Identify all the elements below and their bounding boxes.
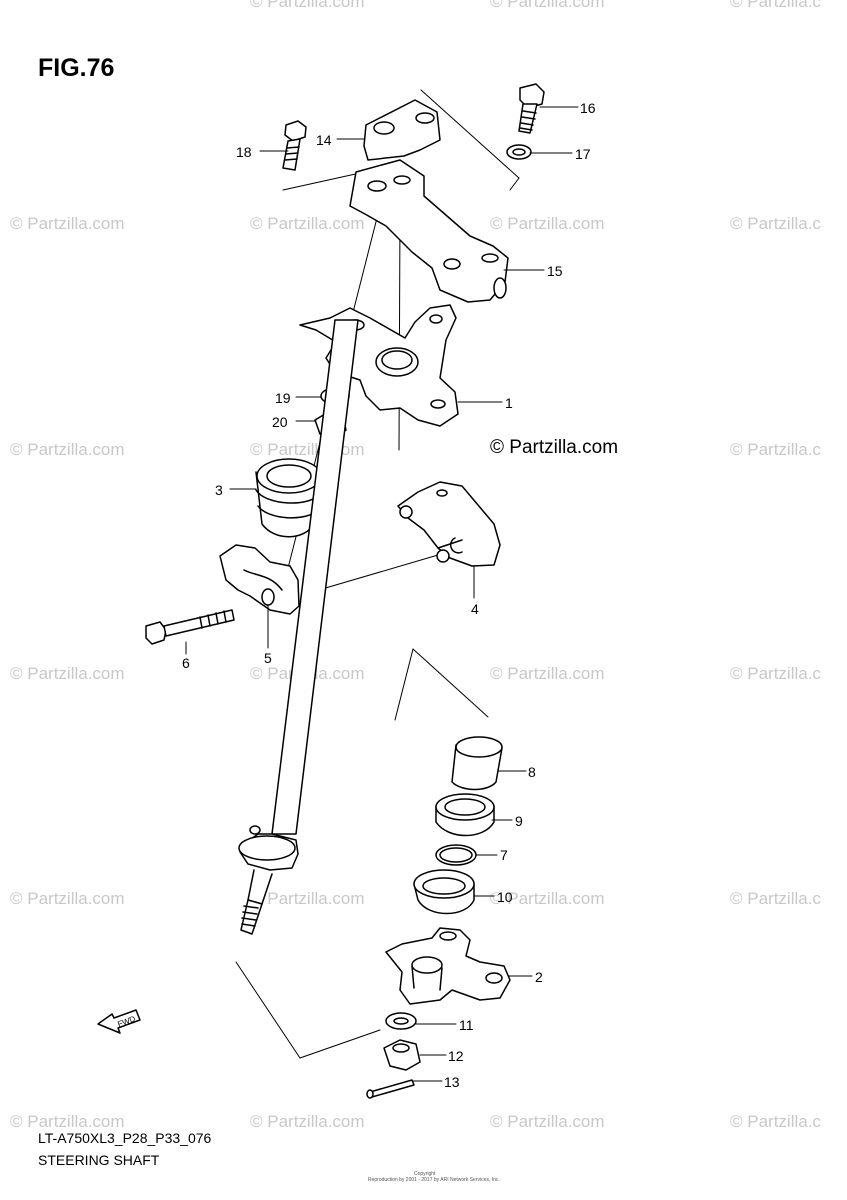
copyright-notice: © Partzilla.com <box>490 437 619 458</box>
callout-14: 14 <box>316 132 332 148</box>
callout-19: 19 <box>275 390 291 406</box>
diagram-name: STEERING SHAFT <box>38 1152 160 1168</box>
callout-3: 3 <box>215 482 223 498</box>
watermark: © Partzilla.c <box>730 1112 821 1131</box>
callout-15: 15 <box>547 263 563 279</box>
watermark: © Partzilla.com <box>250 214 365 233</box>
shaft-holder-4 <box>397 481 501 567</box>
watermark: © Partzilla.com <box>490 889 605 908</box>
steering-shaft <box>238 319 359 935</box>
callout-1: 1 <box>505 395 513 411</box>
callout-18: 18 <box>236 144 252 160</box>
callout-11: 11 <box>459 1017 474 1033</box>
callout-17: 17 <box>575 146 591 162</box>
watermark: © Partzilla.com <box>490 214 605 233</box>
watermark: © Partzilla.com <box>10 1112 125 1131</box>
watermark: © Partzilla.com <box>10 440 125 459</box>
o-ring-7 <box>435 844 477 866</box>
watermark: © Partzilla.com <box>10 889 125 908</box>
watermark: © Partzilla.com <box>490 0 605 11</box>
callout-9: 9 <box>515 813 523 829</box>
watermark: © Partzilla.c <box>730 0 821 11</box>
handlebar-holder-15 <box>349 159 509 303</box>
cotter-pin-13 <box>366 1079 415 1099</box>
callout-13: 13 <box>444 1074 460 1090</box>
watermark: © Partzilla.c <box>730 440 821 459</box>
diagram-code: LT-A750XL3_P28_P33_076 <box>38 1130 212 1146</box>
callout-16: 16 <box>580 100 596 116</box>
seal-10 <box>413 869 475 915</box>
callout-10: 10 <box>497 889 513 905</box>
watermark: © Partzilla.c <box>730 889 821 908</box>
castle-nut-12 <box>383 1039 421 1071</box>
callout-6: 6 <box>182 655 190 671</box>
watermark: © Partzilla.com <box>10 664 125 683</box>
clamp-5 <box>219 544 300 615</box>
seal-9 <box>435 793 495 837</box>
watermark: © Partzilla.c <box>730 664 821 683</box>
washer-11 <box>385 1012 417 1030</box>
bolt-6 <box>145 609 235 645</box>
steering-arm-2 <box>385 927 511 1005</box>
fine-print-line-1: Copyright <box>414 1171 436 1177</box>
bolt-16 <box>518 83 545 134</box>
watermark: © Partzilla.com <box>250 1112 365 1131</box>
bushing-8 <box>451 736 503 791</box>
bolt-18 <box>282 120 307 171</box>
figure-title: FIG.76 <box>38 54 115 82</box>
watermark: © Partzilla.com <box>250 0 365 11</box>
callout-2: 2 <box>535 969 543 985</box>
callout-5: 5 <box>264 650 272 666</box>
callout-8: 8 <box>528 764 536 780</box>
watermark: © Partzilla.com <box>490 664 605 683</box>
leader-lines <box>185 106 579 1082</box>
fine-print-line-2: Reproduction by 2001 - 2017 by ARI Netwo… <box>368 1177 500 1183</box>
bushing-3 <box>255 458 322 538</box>
callout-4: 4 <box>471 601 479 617</box>
washer-17 <box>506 144 532 160</box>
callout-7: 7 <box>500 847 508 863</box>
watermark: © Partzilla.c <box>730 214 821 233</box>
callout-20: 20 <box>272 414 288 430</box>
upper-clamp-14 <box>363 99 441 161</box>
watermark: © Partzilla.com <box>490 1112 605 1131</box>
callout-12: 12 <box>448 1048 464 1064</box>
watermark: © Partzilla.com <box>10 214 125 233</box>
fwd-arrow <box>97 1009 141 1034</box>
watermark: © Partzilla.com <box>250 889 365 908</box>
